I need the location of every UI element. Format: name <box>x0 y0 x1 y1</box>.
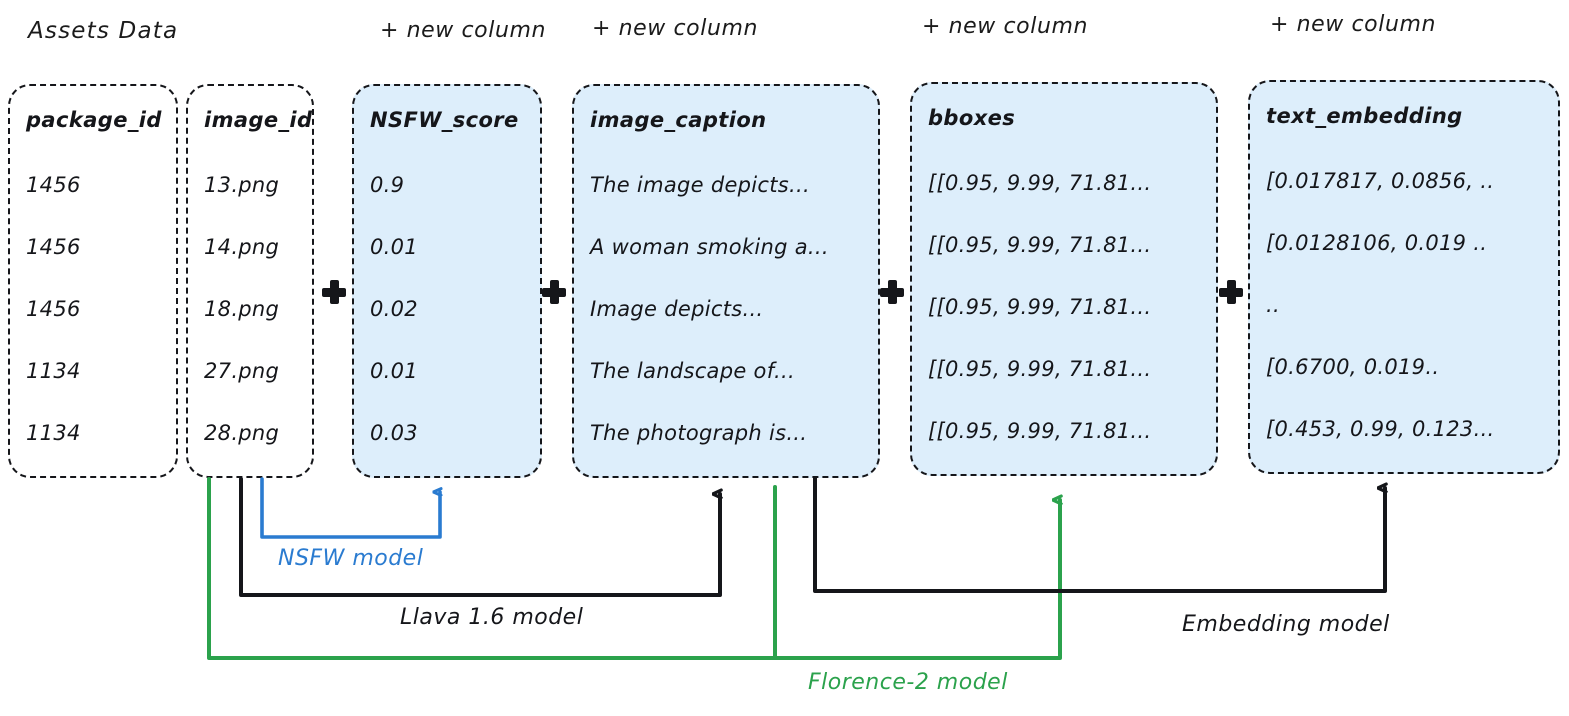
new-column-text-4: + new column <box>1270 12 1437 37</box>
table-cell: 1134 <box>26 359 81 383</box>
table-cell: 0.01 <box>370 359 418 383</box>
table-cell: 0.01 <box>370 235 418 259</box>
plus-separator-2 <box>539 277 569 307</box>
column-header-text-embedding: text_embedding <box>1266 104 1463 128</box>
table-cell: [[0.95, 9.99, 71.81... <box>928 357 1152 381</box>
new-column-text-2: + new column <box>592 16 759 41</box>
table-cell: 0.02 <box>370 297 418 321</box>
new-column-label-text-embedding: + new column <box>1270 12 1436 37</box>
wire-nsfw-model <box>260 477 440 539</box>
plus-separator-1 <box>319 277 349 307</box>
page-title: Assets Data <box>28 18 179 44</box>
table-cell: [[0.95, 9.99, 71.81... <box>928 419 1152 443</box>
column-header-image-id: image_id <box>204 108 313 132</box>
table-cell: [[0.95, 9.99, 71.81... <box>928 295 1152 319</box>
column-cells-package-id: 1456 1456 1456 1134 1134 <box>10 154 176 464</box>
new-column-label-nsfw-score: + new column <box>380 18 546 43</box>
column-header-bboxes: bboxes <box>928 106 1016 130</box>
column-package-id[interactable]: package_id 1456 1456 1456 1134 1134 <box>8 84 178 478</box>
wire-llava-model <box>239 477 720 597</box>
wire-label-florence-model: Florence-2 model <box>808 670 1008 695</box>
new-column-text-3: + new column <box>922 14 1089 39</box>
table-cell: 27.png <box>204 359 280 383</box>
table-cell: [0.017817, 0.0856, .. <box>1266 169 1495 193</box>
column-cells-image-caption: The image depicts... A woman smoking a..… <box>574 154 878 464</box>
column-cells-image-id: 13.png 14.png 18.png 27.png 28.png <box>188 154 312 464</box>
table-cell: 1456 <box>26 297 81 321</box>
table-cell: 0.03 <box>370 421 418 445</box>
new-column-text-1: + new column <box>380 18 547 43</box>
column-image-caption[interactable]: image_caption The image depicts... A wom… <box>572 84 880 478</box>
table-cell: [[0.95, 9.99, 71.81... <box>928 171 1152 195</box>
wire-embedding-model <box>813 476 1385 593</box>
table-cell: [[0.95, 9.99, 71.81... <box>928 233 1152 257</box>
table-cell: Image depicts... <box>590 297 764 321</box>
column-image-id[interactable]: image_id 13.png 14.png 18.png 27.png 28.… <box>186 84 314 478</box>
wire-label-embedding-model: Embedding model <box>1182 612 1390 637</box>
column-header-nsfw-score: NSFW_score <box>370 108 519 132</box>
table-cell: 28.png <box>204 421 280 445</box>
table-cell: The landscape of... <box>590 359 795 383</box>
column-cells-text-embedding: [0.017817, 0.0856, .. [0.0128106, 0.019 … <box>1250 150 1558 460</box>
table-cell: 18.png <box>204 297 280 321</box>
column-text-embedding[interactable]: text_embedding [0.017817, 0.0856, .. [0.… <box>1248 80 1560 474</box>
column-cells-nsfw-score: 0.9 0.01 0.02 0.01 0.03 <box>354 154 540 464</box>
table-cell: 1456 <box>26 173 81 197</box>
table-cell: The image depicts... <box>590 173 810 197</box>
plus-separator-3 <box>877 277 907 307</box>
plus-separator-4 <box>1216 277 1246 307</box>
table-cell: A woman smoking a... <box>590 235 829 259</box>
table-cell: 13.png <box>204 173 280 197</box>
table-cell: [0.0128106, 0.019 .. <box>1266 231 1488 255</box>
column-bboxes[interactable]: bboxes [[0.95, 9.99, 71.81... [[0.95, 9.… <box>910 82 1218 476</box>
table-cell: The photograph is... <box>590 421 808 445</box>
wire-label-nsfw-model: NSFW model <box>278 546 424 571</box>
table-cell: [0.453, 0.99, 0.123... <box>1266 417 1495 441</box>
table-cell: 1134 <box>26 421 81 445</box>
table-cell: 1456 <box>26 235 81 259</box>
new-column-label-bboxes: + new column <box>922 14 1088 39</box>
table-cell: 0.9 <box>370 173 405 197</box>
table-cell: 14.png <box>204 235 280 259</box>
new-column-label-image-caption: + new column <box>592 16 758 41</box>
column-cells-bboxes: [[0.95, 9.99, 71.81... [[0.95, 9.99, 71.… <box>912 152 1216 462</box>
wire-label-llava-model: Llava 1.6 model <box>400 605 584 630</box>
column-nsfw-score[interactable]: NSFW_score 0.9 0.01 0.02 0.01 0.03 <box>352 84 542 478</box>
column-header-image-caption: image_caption <box>590 108 767 132</box>
table-cell: .. <box>1266 293 1280 317</box>
wire-florence-model <box>207 477 1060 660</box>
column-header-package-id: package_id <box>26 108 162 132</box>
table-cell: [0.6700, 0.019.. <box>1266 355 1440 379</box>
